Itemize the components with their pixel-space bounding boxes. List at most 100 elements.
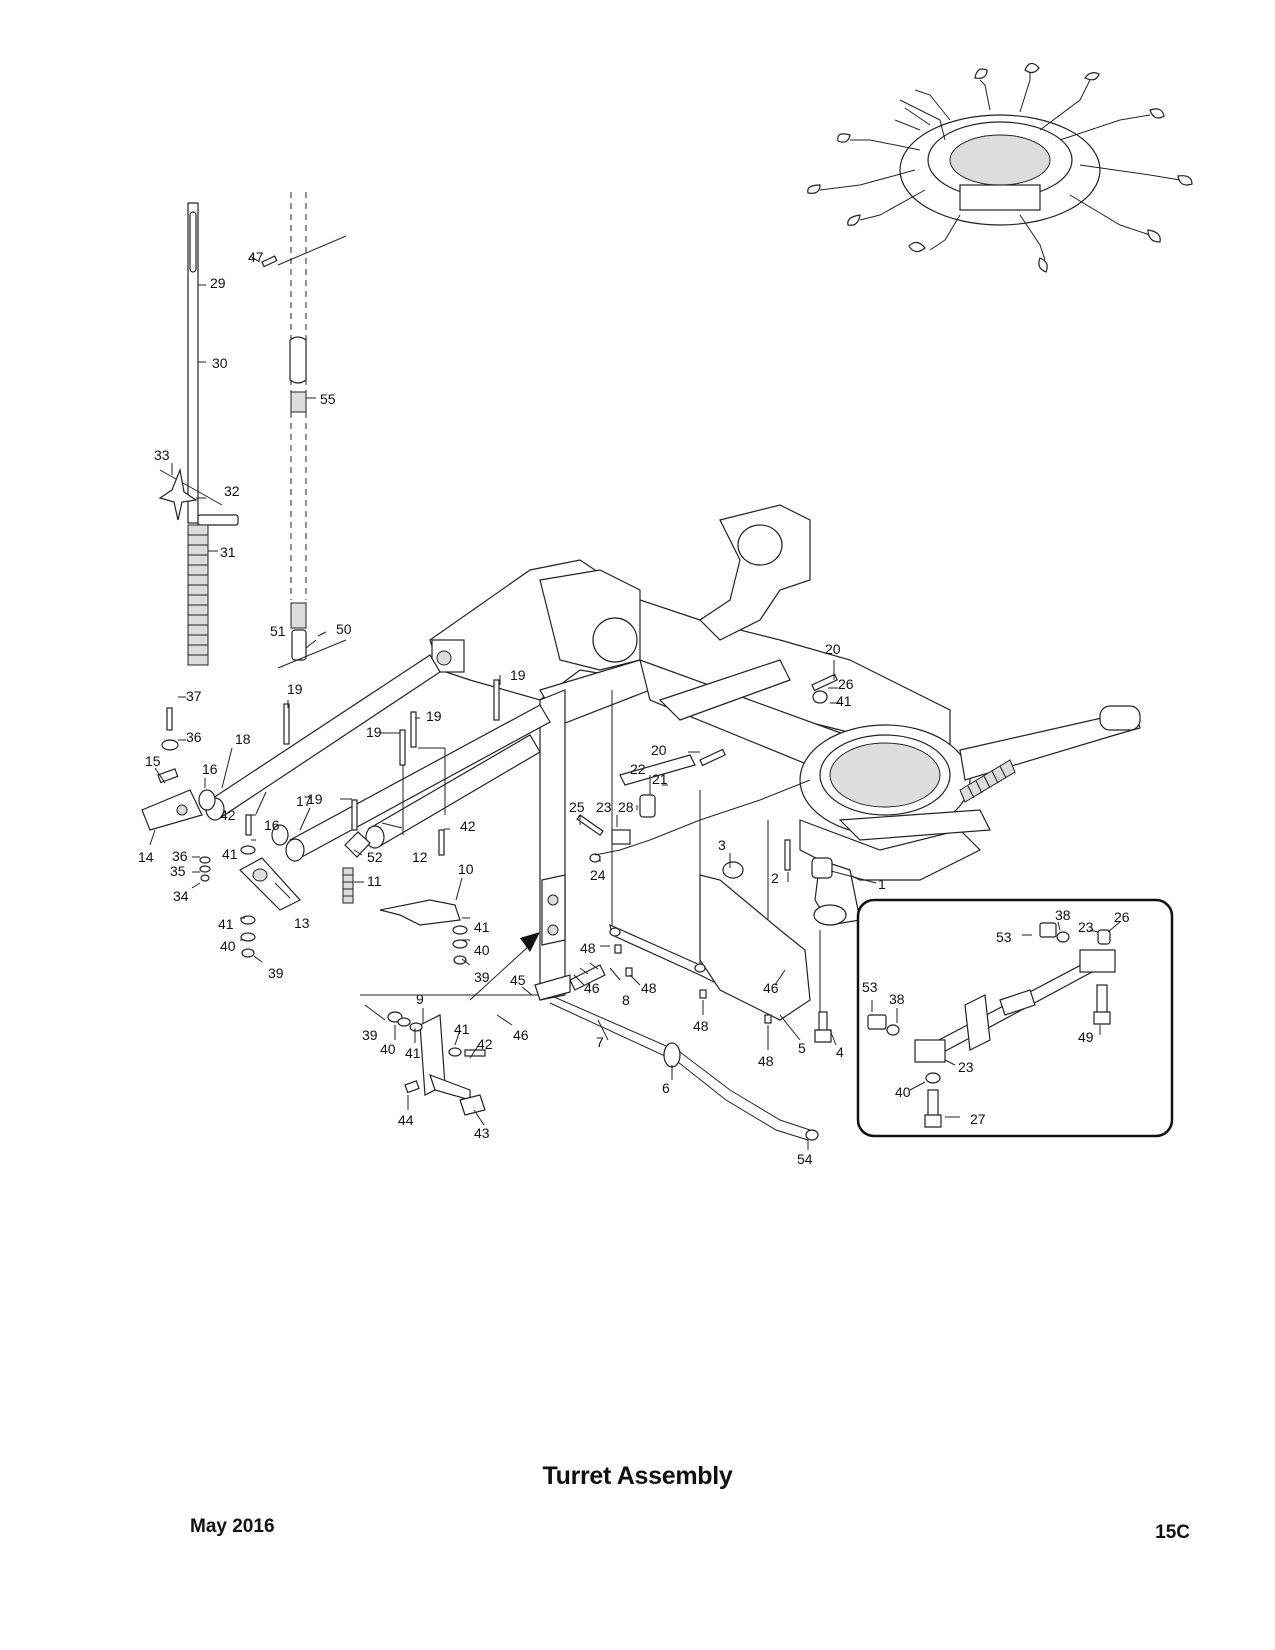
- tubes: [205, 654, 551, 862]
- callout-48: 48: [580, 940, 596, 956]
- callout-48c: 48: [693, 1018, 709, 1034]
- callout-46c: 46: [763, 980, 779, 996]
- callout-40b: 40: [474, 942, 490, 958]
- callout-48d: 48: [758, 1053, 774, 1069]
- callout-25: 25: [569, 799, 585, 815]
- callout-51: 51: [270, 623, 286, 639]
- callout-labels: 1 2 3 4 5 6 7 8 9 10 11 12 13 14 15 16 1…: [138, 249, 1130, 1167]
- leader-lines: [149, 255, 877, 1150]
- callout-4: 4: [836, 1044, 844, 1060]
- callout-23: 23: [596, 799, 612, 815]
- callout-31: 31: [220, 544, 236, 560]
- callout-41b: 41: [222, 846, 238, 862]
- callout-7: 7: [596, 1034, 604, 1050]
- callout-13: 13: [294, 915, 310, 931]
- callout-9: 9: [416, 991, 424, 1007]
- callout-18: 18: [235, 731, 251, 747]
- callout-47: 47: [248, 249, 264, 265]
- page-title: Turret Assembly: [542, 1462, 733, 1490]
- callout-14: 14: [138, 849, 154, 865]
- turret-head-illustration: [807, 62, 1193, 273]
- callout-41: 41: [218, 916, 234, 932]
- callout-40: 40: [220, 938, 236, 954]
- callout-41d: 41: [836, 693, 852, 709]
- callout-39: 39: [268, 965, 284, 981]
- callout-1: 1: [878, 876, 886, 892]
- callout-19c: 19: [426, 708, 442, 724]
- callout-44: 44: [398, 1112, 414, 1128]
- callout-52: 52: [367, 849, 383, 865]
- left-rod-group: [158, 202, 239, 666]
- callout-36b: 36: [172, 848, 188, 864]
- callout-37: 37: [186, 688, 202, 704]
- center-parts: [576, 673, 838, 863]
- main-frame: [429, 504, 1141, 1015]
- inset-callout-23b: 23: [958, 1059, 974, 1075]
- callout-41c: 41: [474, 919, 490, 935]
- inset-callout-23a: 23: [1078, 919, 1094, 935]
- callout-29: 29: [210, 275, 226, 291]
- footer-date: May 2016: [190, 1516, 275, 1537]
- inset-callout-26: 26: [1114, 909, 1130, 925]
- callout-33: 33: [154, 447, 170, 463]
- inset-callout-49: 49: [1078, 1029, 1094, 1045]
- callout-34: 34: [173, 888, 189, 904]
- inset-callout-40: 40: [895, 1084, 911, 1100]
- callout-12: 12: [412, 849, 428, 865]
- callout-16b: 16: [264, 817, 280, 833]
- callout-19e: 19: [307, 791, 323, 807]
- callout-5: 5: [798, 1040, 806, 1056]
- callout-50: 50: [336, 621, 352, 637]
- callout-10: 10: [458, 861, 474, 877]
- callout-41f: 41: [405, 1045, 421, 1061]
- callout-22: 22: [630, 761, 646, 777]
- inset-callout-27: 27: [970, 1111, 986, 1127]
- callout-21: 21: [652, 771, 668, 787]
- callout-20: 20: [825, 641, 841, 657]
- inset-callout-53b: 53: [862, 979, 878, 995]
- lower-assembly: [360, 839, 833, 1141]
- callout-42c: 42: [477, 1036, 493, 1052]
- callout-15: 15: [145, 753, 161, 769]
- callout-36: 36: [186, 729, 202, 745]
- callout-3: 3: [718, 837, 726, 853]
- callout-43: 43: [474, 1125, 490, 1141]
- callout-54: 54: [797, 1151, 813, 1167]
- callout-19d: 19: [366, 724, 382, 740]
- callout-42: 42: [220, 807, 236, 823]
- callout-30: 30: [212, 355, 228, 371]
- plate-13-group: [239, 814, 468, 965]
- callout-45: 45: [510, 972, 526, 988]
- inset-callout-38a: 38: [1055, 907, 1071, 923]
- inset-callout-53a: 53: [996, 929, 1012, 945]
- callout-48b: 48: [641, 980, 657, 996]
- callout-11: 11: [367, 873, 382, 889]
- callout-8: 8: [622, 992, 630, 1008]
- callout-32: 32: [224, 483, 240, 499]
- callout-46b: 46: [513, 1027, 529, 1043]
- callout-41e: 41: [454, 1021, 470, 1037]
- page-number: 15C: [1155, 1522, 1190, 1543]
- callout-24: 24: [590, 867, 606, 883]
- pointer-arrow: [469, 932, 540, 1001]
- callout-39c: 39: [362, 1027, 378, 1043]
- callout-39b: 39: [474, 969, 490, 985]
- callout-55: 55: [320, 391, 336, 407]
- callout-16: 16: [202, 761, 218, 777]
- callout-2: 2: [771, 870, 779, 886]
- callout-46: 46: [584, 980, 600, 996]
- callout-26: 26: [838, 676, 854, 692]
- callout-35: 35: [170, 863, 186, 879]
- callout-42b: 42: [460, 818, 476, 834]
- callout-20b: 20: [651, 742, 667, 758]
- callout-19b: 19: [510, 667, 526, 683]
- callout-40c: 40: [380, 1041, 396, 1057]
- left-bracket: [141, 707, 289, 882]
- callout-19: 19: [287, 681, 303, 697]
- dashed-rod-group: [261, 192, 347, 669]
- detail-inset: [856, 898, 1174, 1138]
- callout-6: 6: [662, 1080, 670, 1096]
- callout-17: 17: [296, 793, 312, 809]
- inset-callout-38b: 38: [889, 991, 905, 1007]
